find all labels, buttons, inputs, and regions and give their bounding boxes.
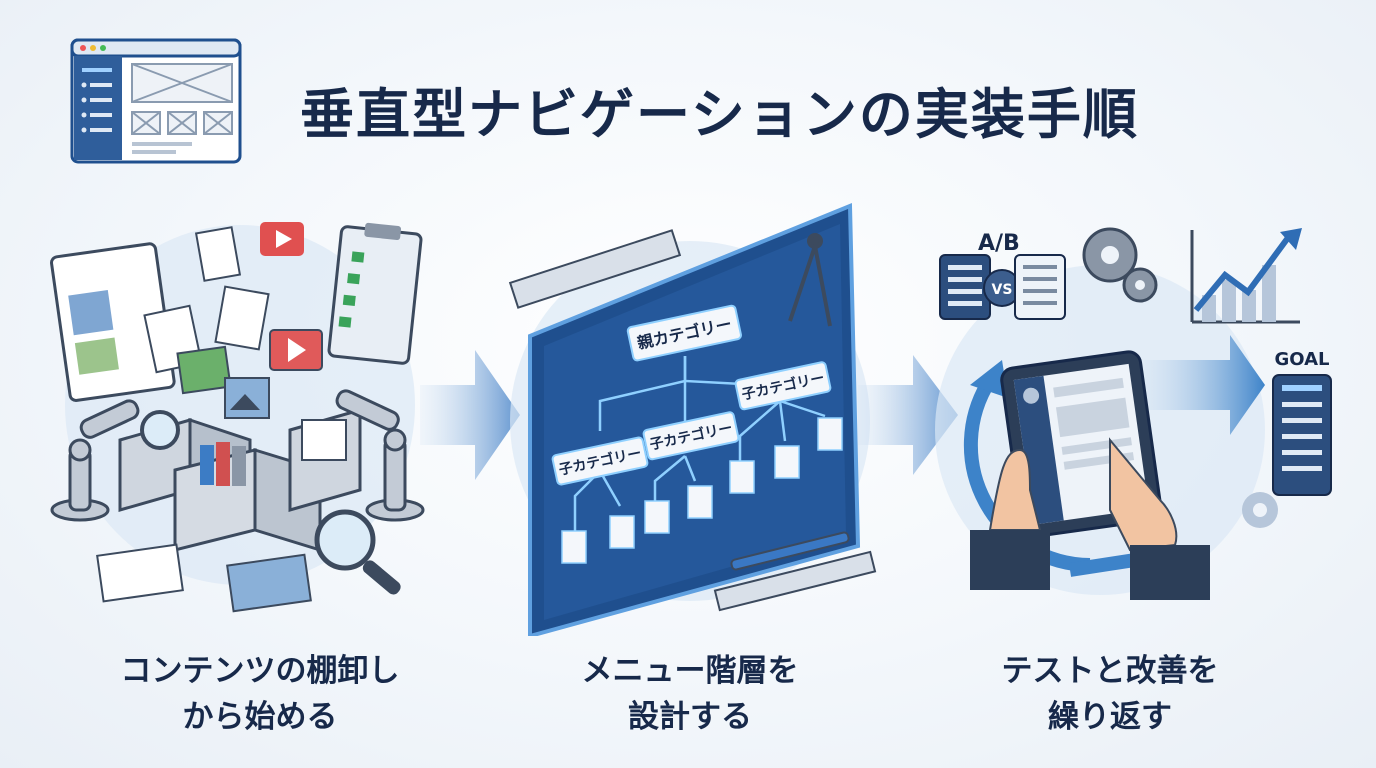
checklist-clipboard-icon	[327, 222, 423, 365]
goal-label: GOAL	[1275, 349, 1330, 370]
title-area	[70, 38, 242, 164]
variant-b-icon	[1014, 254, 1066, 320]
magnifier-icon	[140, 410, 401, 595]
ab-test-label: A/B	[978, 231, 1020, 256]
checklist-card-icon	[96, 543, 184, 603]
menu-hierarchy-illustration: 親カテゴリー 子カテゴリー 子カテゴリー 子カテゴリー	[508, 203, 877, 636]
step-caption: コンテンツの棚卸し から始める	[80, 648, 440, 740]
content-inventory-illustration	[50, 222, 425, 613]
page-leaf-icon	[561, 417, 843, 564]
goal-arrow-icon	[1140, 335, 1265, 435]
page-title: 垂直型ナビゲーションの実装手順	[300, 83, 1139, 146]
caption-line: テストと改善を	[1001, 653, 1219, 689]
image-card-icon	[226, 553, 312, 613]
gear-icon	[1082, 227, 1158, 303]
caption-line: から始める	[182, 699, 338, 735]
robot-arm-icon	[50, 389, 425, 522]
browser-window-icon	[50, 242, 176, 402]
vertical-nav-wireframe-icon	[70, 38, 242, 164]
vs-label: VS	[992, 282, 1013, 298]
cycle-arrow-icon	[963, 376, 1091, 572]
ruler-icon	[713, 550, 877, 612]
document-icon	[194, 226, 242, 282]
test-improve-illustration: A/B VS GOAL	[935, 227, 1332, 600]
caption-line: コンテンツの棚卸し	[120, 653, 400, 689]
step-caption: テストと改善を 繰り返す	[930, 648, 1290, 740]
document-icon	[214, 285, 270, 351]
caption-line: 繰り返す	[1048, 699, 1172, 735]
flow-arrow-icon	[858, 355, 958, 475]
ruler-icon	[508, 229, 682, 309]
growth-chart-icon	[1190, 228, 1302, 324]
compass-icon	[788, 233, 832, 327]
caption-line: メニュー階層を	[581, 653, 799, 689]
variant-a-icon	[939, 254, 991, 320]
hands-icon	[970, 437, 1210, 600]
step-caption: メニュー階層を 設計する	[510, 648, 870, 740]
caption-line: 設計する	[628, 699, 752, 735]
image-icon	[176, 345, 232, 395]
storage-box-icon	[118, 408, 362, 553]
pen-icon	[730, 531, 850, 571]
flow-arrow-icon	[420, 350, 520, 480]
